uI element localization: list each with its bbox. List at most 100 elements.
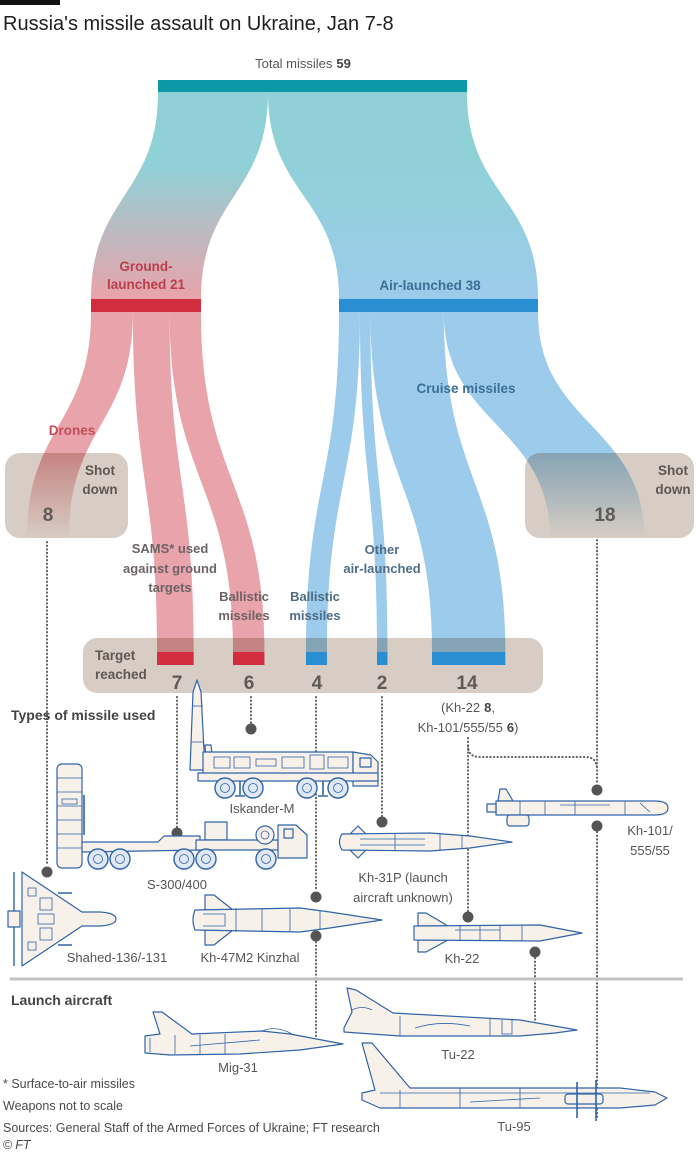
target-reached-label-1: Target: [95, 648, 136, 663]
tu-22-label: Tu-22: [441, 1047, 474, 1062]
brand-bar: [0, 0, 60, 5]
shot-down-ground-label-1: Shot: [85, 463, 115, 478]
footnote-sams: * Surface-to-air missiles: [3, 1077, 135, 1091]
other-air-label-1: Other: [365, 542, 400, 557]
s-300-400-label: S-300/400: [147, 877, 207, 892]
shahed-drone-icon: [7, 871, 117, 967]
ballistic-air-label-1: Ballistic: [290, 589, 340, 604]
sams-label-3: targets: [148, 580, 191, 595]
flow-air-other: [359, 312, 388, 652]
bar-target-ballistic-ground: [233, 652, 265, 665]
missile-types-heading: Types of missile used: [11, 707, 155, 723]
footnote-scale: Weapons not to scale: [3, 1099, 123, 1113]
mig-31-aircraft-icon: [144, 1011, 344, 1056]
kinzhal-missile-icon: [192, 894, 383, 946]
cruise-breakdown-name-1: (Kh-22: [441, 700, 480, 715]
cruise-breakdown-punct-1: ,: [491, 700, 495, 715]
flow-air-cruise-target: [370, 312, 506, 652]
flow-total-ground: [91, 92, 268, 299]
connector-dot: [310, 891, 322, 903]
shot-down-ground-value: 8: [43, 505, 54, 526]
bar-target-sams: [157, 652, 194, 665]
bar-ground: [91, 299, 201, 312]
other-air-label-2: air-launched: [343, 561, 420, 576]
iskander-m-label: Iskander-M: [229, 801, 294, 816]
cruise-breakdown-line-2: Kh-101/555/55 6): [418, 720, 519, 735]
copyright-owner: FT: [15, 1138, 32, 1152]
cruise-breakdown-punct-2: ): [514, 720, 518, 735]
copyright-symbol: ©: [3, 1138, 13, 1152]
sankey-flows: [27, 92, 645, 652]
bar-air: [339, 299, 539, 312]
s-300-400-launcher-icon: [56, 763, 308, 870]
tu-95-aircraft-icon: [361, 1042, 668, 1121]
shot-down-air-box: [525, 453, 694, 538]
cruise-breakdown-name-2: Kh-101/555/55: [418, 720, 503, 735]
target-reached-label-2: reached: [95, 667, 147, 682]
chart-title: Russia's missile assault on Ukraine, Jan…: [3, 13, 394, 35]
ballistic-air-label-2: missiles: [289, 608, 340, 623]
footnote-sources: Sources: General Staff of the Armed Forc…: [3, 1121, 380, 1135]
bar-target-other-air: [377, 652, 388, 665]
ballistic-ground-label-2: missiles: [218, 608, 269, 623]
flow-air-ballistic: [306, 312, 360, 652]
connector-dot: [376, 816, 388, 828]
bar-target-cruise: [432, 652, 506, 665]
launch-aircraft-heading: Launch aircraft: [11, 992, 112, 1008]
sams-label-2: against ground: [123, 561, 217, 576]
kh-101-label-2: 555/55: [630, 843, 670, 858]
connector-dot: [245, 723, 257, 735]
connector-cruise-kh101: [467, 745, 598, 770]
kh-22-label: Kh-22: [445, 951, 480, 966]
iskander-m-launcher-icon: [189, 679, 379, 799]
flow-ground-ballistic: [169, 312, 265, 652]
ground-launched-label-1: Ground-: [119, 259, 172, 274]
connector-dot: [462, 911, 474, 923]
flow-total-air: [267, 92, 539, 299]
cruise-breakdown-count-2: 6: [507, 720, 514, 735]
connector-lines: [41, 539, 603, 1121]
tu-22-aircraft-icon: [343, 987, 578, 1037]
target-value-cruise: 14: [456, 673, 478, 694]
shot-down-air-label-2: down: [655, 482, 690, 497]
mig-31-label: Mig-31: [218, 1060, 258, 1075]
target-reached-box: [83, 638, 543, 693]
kh-101-label-1: Kh-101/: [627, 823, 673, 838]
cruise-breakdown-line-1: (Kh-22 8,: [441, 700, 495, 715]
tu-95-label: Tu-95: [497, 1119, 530, 1134]
kh-31p-missile-icon: [338, 825, 513, 859]
kh-31p-label-1: Kh-31P (launch: [358, 870, 447, 885]
flow-ground-sams: [132, 312, 194, 652]
connector-dot: [310, 930, 322, 942]
target-value-ballistic-air: 4: [312, 673, 323, 694]
shot-down-air-value: 18: [594, 505, 615, 526]
shahed-label: Shahed-136/-131: [67, 950, 167, 965]
sams-label-1: SAMS* used: [132, 541, 209, 556]
kh-101-missile-icon: [486, 788, 669, 827]
target-value-other-air: 2: [377, 673, 388, 694]
target-value-ballistic-ground: 6: [244, 673, 255, 694]
target-value-sams: 7: [172, 673, 183, 694]
connector-dot: [591, 820, 603, 832]
sankey-bars: [91, 80, 539, 665]
total-label-text: Total missiles: [255, 56, 333, 71]
total-value: 59: [336, 56, 350, 71]
copyright: ©FT: [3, 1138, 32, 1152]
connector-dot: [41, 866, 53, 878]
drones-label: Drones: [49, 423, 96, 438]
ground-launched-label-2: launched 21: [107, 277, 186, 292]
kh-31p-label-2: aircraft unknown): [353, 890, 453, 905]
bar-total: [158, 80, 467, 92]
connector-dot: [529, 946, 541, 958]
air-launched-label: Air-launched 38: [379, 278, 481, 293]
kh-22-missile-icon: [413, 912, 583, 953]
shot-down-ground-box: [5, 453, 128, 538]
cruise-missiles-label: Cruise missiles: [416, 381, 515, 396]
ballistic-ground-label-1: Ballistic: [219, 589, 269, 604]
kinzhal-label: Kh-47M2 Kinzhal: [201, 950, 300, 965]
connector-dot: [591, 784, 603, 796]
cruise-breakdown-count-1: 8: [484, 700, 491, 715]
bar-target-ballistic-air: [306, 652, 327, 665]
